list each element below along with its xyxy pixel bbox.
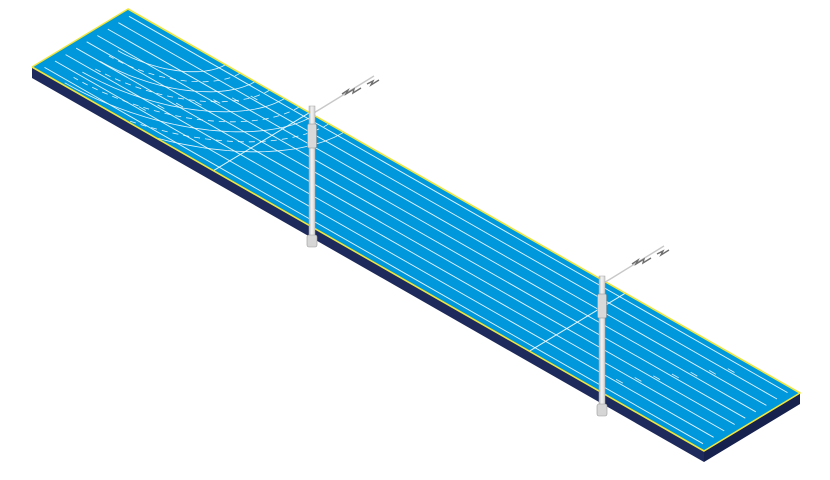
lane-line xyxy=(44,67,704,445)
stagger-mark xyxy=(708,370,717,375)
start-arc-line xyxy=(108,55,241,83)
stagger-mark xyxy=(634,377,642,382)
track-base-side xyxy=(704,393,800,462)
track-edge-outline xyxy=(31,8,801,452)
start-arc-line xyxy=(117,50,226,73)
pole-left xyxy=(306,75,380,248)
start-arc-line xyxy=(64,82,315,133)
start-arc-line xyxy=(100,61,256,93)
lane-line xyxy=(54,60,714,438)
stagger-mark xyxy=(727,368,735,373)
stagger-mark xyxy=(615,378,623,384)
stagger-mark xyxy=(250,95,258,101)
lane-line xyxy=(65,54,725,432)
start-arc-line xyxy=(82,71,285,113)
stagger-mark xyxy=(653,375,661,380)
stagger-mark xyxy=(194,101,202,106)
lane-line xyxy=(75,47,735,425)
stagger-mark xyxy=(175,102,184,108)
stagger-mark xyxy=(213,99,221,104)
lane-line xyxy=(118,22,778,400)
track-base-front xyxy=(32,67,704,462)
cross-line xyxy=(529,292,626,352)
lane-line xyxy=(86,41,746,419)
pole-right xyxy=(596,245,670,417)
stagger-mark xyxy=(231,97,239,102)
stagger-mark xyxy=(138,106,146,111)
lane-line xyxy=(97,35,757,413)
stagger-mark xyxy=(157,104,165,110)
timing-poles xyxy=(306,75,670,417)
start-arc-line xyxy=(73,77,300,123)
lane-line xyxy=(128,15,788,393)
stagger-mark xyxy=(690,371,698,377)
stagger-mark xyxy=(671,373,679,379)
lane-line xyxy=(107,28,767,406)
start-arc-line xyxy=(91,66,271,103)
